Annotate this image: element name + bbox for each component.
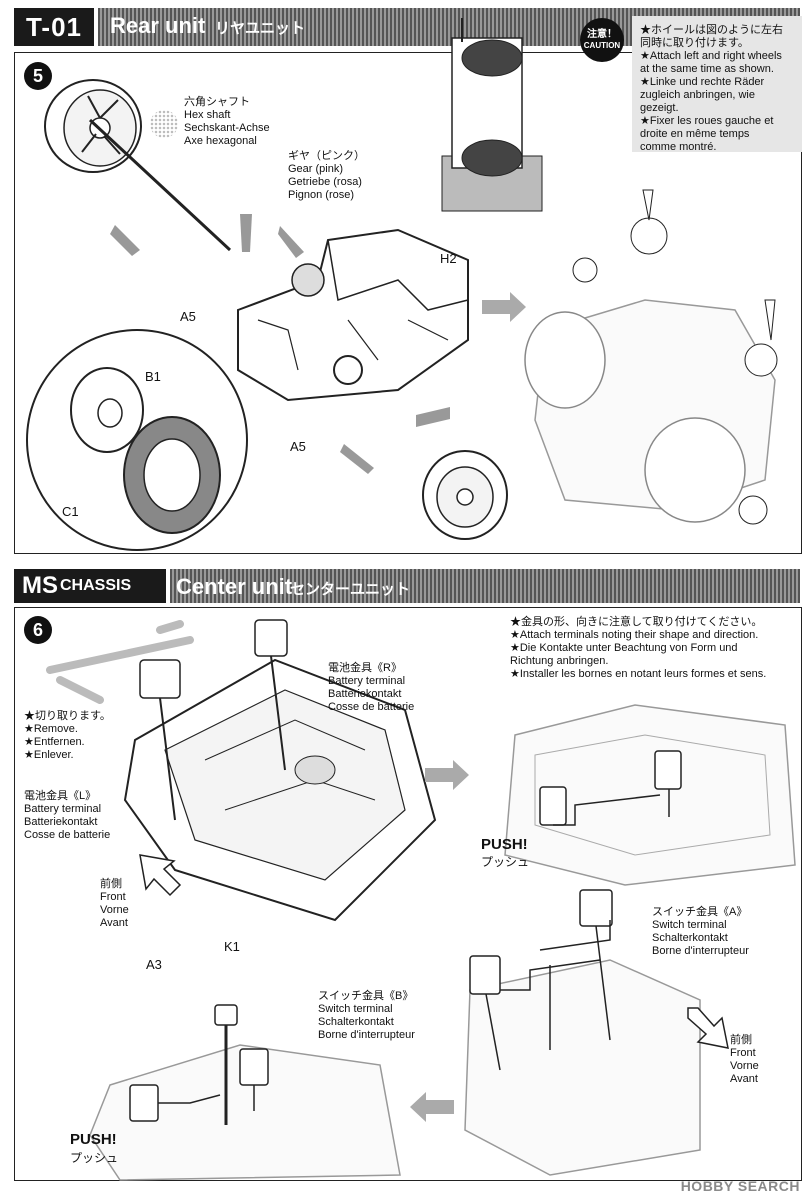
sprue-frame [46, 620, 194, 704]
section2-title: Center unit [176, 574, 293, 599]
push-label-top-jp: プッシュ [481, 855, 530, 869]
watermark: HOBBY SEARCH [680, 1178, 800, 1194]
step-5-number: 5 [24, 62, 52, 90]
grease-arrow-4 [416, 407, 450, 427]
flow-arrow-step6-bottom [410, 1092, 454, 1122]
grease-arrow-5 [340, 444, 374, 474]
chassis-switch-a-diagram [464, 889, 701, 1176]
rear-assembled-diagram [524, 189, 778, 525]
shaft-detail-dot [150, 110, 178, 138]
section-title: Rear unit [110, 13, 206, 38]
terminal-note: ★金具の形、向きに注意して取り付けてください。★Attach terminals… [510, 616, 767, 680]
part-a3-label: A3 [146, 957, 162, 972]
tire-inset-circle [26, 329, 248, 551]
push-label-bottom-jp: プッシュ [70, 1151, 119, 1165]
section2-title-bar [170, 569, 800, 603]
flow-arrow-step5 [482, 292, 526, 322]
section2-title-jp: センターユニット [290, 581, 411, 598]
hex-shaft-line [88, 118, 232, 252]
rear-chassis-diagram [237, 228, 469, 402]
section-title-jp: リヤユニット [215, 20, 306, 37]
step-5-panel [14, 52, 802, 554]
gear-label: ギヤ（ピンク）Gear (pink)Getriebe (rosa)Pignon … [288, 150, 365, 201]
push-label-top: PUSH! [481, 836, 528, 853]
center-chassis-diagram [123, 619, 437, 922]
front-arrow-right [687, 1007, 729, 1049]
part-a5-top-label: A5 [180, 309, 196, 324]
grease-arrow-2 [240, 214, 252, 252]
grease-arrow-1 [110, 225, 140, 256]
caution-box [632, 16, 802, 152]
push-label-bottom: PUSH! [70, 1131, 117, 1148]
front-arrow-left [139, 854, 182, 897]
grease-arrow-3 [278, 226, 304, 258]
step-6-number: 6 [24, 616, 52, 644]
flow-arrow-step6-top [425, 760, 469, 790]
caution-text: ★ホイールは図のように左右同時に取り付けます。 ★Attach left and… [640, 24, 783, 153]
caution-badge: 注意！CAUTION [580, 18, 624, 62]
step-6-panel [14, 607, 802, 1181]
caution-photo [441, 18, 543, 212]
part-a5-bottom-label: A5 [290, 439, 306, 454]
chassis-terminals-installed [504, 704, 796, 886]
part-c1-label: C1 [62, 504, 79, 519]
part-k1-label: K1 [224, 939, 240, 954]
part-b1-label: B1 [145, 369, 161, 384]
section-code: T-01 [14, 8, 94, 46]
wheel-diagram-bottom [422, 450, 508, 540]
chassis-switch-b-diagram [89, 1004, 401, 1181]
part-h2-label: H2 [440, 251, 457, 266]
remove-label: ★切り取ります。★Remove.★Entfernen.★Enlever. [24, 710, 111, 761]
